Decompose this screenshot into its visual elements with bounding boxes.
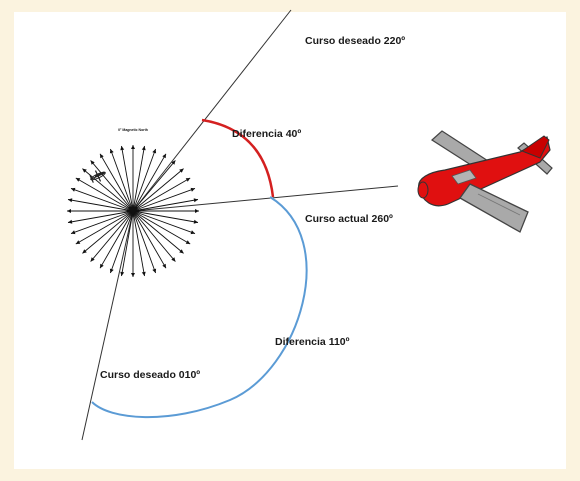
- compass-rose: [67, 145, 199, 277]
- compass-arrowhead: [171, 257, 176, 262]
- compass-spoke: [70, 210, 134, 235]
- compass-spoke: [99, 210, 134, 269]
- compass-spoke: [132, 210, 199, 223]
- compass-arrowhead: [185, 240, 191, 244]
- compass-spoke: [132, 168, 184, 212]
- compass-arrowhead: [190, 187, 195, 192]
- compass-spoke: [90, 210, 134, 262]
- compass-arrowhead: [71, 187, 76, 192]
- compass-arrowhead: [131, 273, 135, 277]
- label-difference-110: Diferencia 110º: [275, 336, 350, 348]
- compass-spoke: [90, 160, 134, 212]
- difference-110-arc: [91, 196, 308, 419]
- label-difference-40: Diferencia 40º: [232, 128, 301, 140]
- compass-spoke: [132, 187, 196, 212]
- course-line-260: [132, 185, 399, 212]
- compass-arrowhead: [162, 153, 166, 159]
- compass-spoke: [70, 187, 134, 212]
- compass-arrowhead: [109, 149, 114, 154]
- compass-spoke: [132, 210, 167, 269]
- compass-spoke: [75, 210, 134, 245]
- compass-spoke: [132, 153, 167, 212]
- compass-arrowhead: [67, 209, 71, 213]
- compass-spoke: [109, 148, 134, 212]
- compass-arrowhead: [68, 219, 73, 224]
- compass-arrowhead: [131, 145, 135, 149]
- compass-arrowhead: [100, 263, 104, 269]
- compass-arrowhead: [152, 149, 157, 154]
- compass-arrowhead: [171, 160, 176, 165]
- compass-arrowhead: [152, 268, 157, 273]
- compass-arrowhead: [71, 230, 76, 235]
- compass-arrowhead: [120, 271, 125, 276]
- compass-arrowhead: [82, 249, 87, 254]
- compass-spoke: [75, 177, 134, 212]
- compass-spoke: [67, 199, 134, 212]
- compass-spoke: [121, 145, 134, 212]
- compass-arrowhead: [185, 178, 191, 182]
- compass-arrowhead: [193, 198, 198, 203]
- label-desired-course-010: Curso deseado 010º: [100, 369, 200, 381]
- compass-spoke: [67, 210, 134, 223]
- compass-spoke: [132, 210, 196, 235]
- compass-arrowhead: [162, 263, 166, 269]
- compass-spoke: [132, 210, 191, 245]
- compass-spoke: [109, 210, 134, 274]
- compass-arrowhead: [90, 257, 95, 262]
- diagram-panel: [14, 12, 566, 469]
- compass-spoke: [132, 145, 145, 212]
- compass-spoke: [132, 177, 191, 212]
- compass-arrowhead: [109, 268, 114, 273]
- compass-hub: [128, 207, 138, 216]
- compass-spoke: [132, 210, 176, 262]
- compass-title: 0° Magnetic North: [118, 128, 148, 132]
- small-airplane-icon: [89, 170, 106, 183]
- airplane-illustration: [417, 130, 553, 233]
- compass-spoke: [132, 210, 157, 274]
- compass-arrowhead: [68, 198, 73, 203]
- compass-spoke: [132, 210, 145, 277]
- difference-40-arc: [201, 118, 275, 198]
- compass-spoke: [82, 168, 134, 212]
- compass-spoke: [132, 148, 157, 212]
- compass-spoke: [132, 160, 176, 212]
- course-line-010: [81, 210, 134, 441]
- compass-spoke: [121, 210, 134, 277]
- compass-arrowhead: [90, 160, 95, 165]
- compass-arrowhead: [190, 230, 195, 235]
- compass-spoke: [132, 199, 199, 212]
- compass-arrowhead: [120, 146, 125, 151]
- compass-spoke: [99, 153, 134, 212]
- compass-arrowhead: [193, 219, 198, 224]
- label-current-course-260: Curso actual 260º: [305, 213, 393, 225]
- compass-arrowhead: [82, 168, 87, 173]
- compass-arrowhead: [179, 168, 184, 173]
- compass-arrowhead: [195, 209, 199, 213]
- label-desired-course-220: Curso deseado 220º: [305, 35, 405, 47]
- compass-arrowhead: [141, 146, 146, 151]
- compass-spoke: [132, 210, 184, 254]
- compass-arrowhead: [179, 249, 184, 254]
- compass-arrowhead: [141, 271, 146, 276]
- compass-arrowhead: [75, 240, 81, 244]
- compass-arrowhead: [75, 178, 81, 182]
- course-line-220: [132, 9, 292, 212]
- compass-spoke: [82, 210, 134, 254]
- compass-arrowhead: [100, 153, 104, 159]
